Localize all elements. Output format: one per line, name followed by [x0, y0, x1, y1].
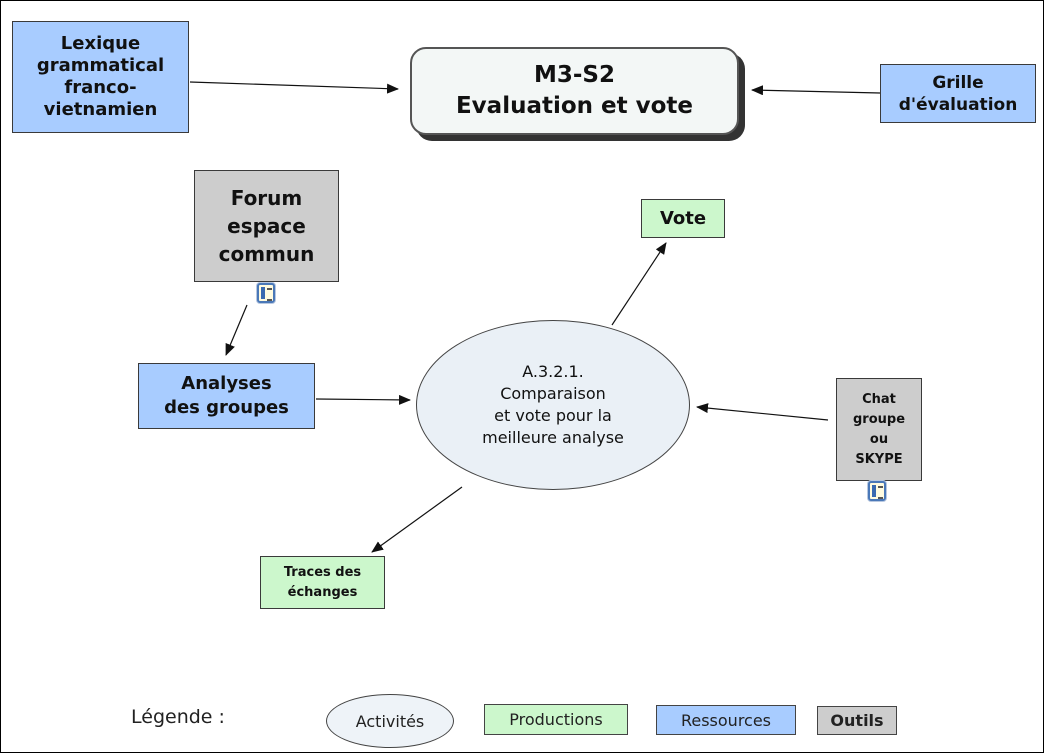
tool-chat: Chat groupe ou SKYPE	[836, 378, 922, 481]
legend-productions: Productions	[484, 704, 628, 735]
legend-outils: Outils	[817, 706, 897, 735]
resource-analyses: Analyses des groupes	[138, 363, 315, 429]
tool-forum: Forum espace commun	[194, 170, 339, 282]
production-traces: Traces des échanges	[260, 556, 385, 609]
arrow-grille-to-title	[751, 85, 881, 96]
resource-lexique: Lexique grammatical franco- vietnamien	[12, 21, 189, 133]
arrow-activity-to-traces	[371, 486, 463, 553]
arrow-lexique-to-title	[189, 81, 399, 94]
session-title: M3-S2 Evaluation et vote	[410, 47, 739, 135]
arrow-analyses-to-activity	[315, 394, 411, 405]
arrow-chat-to-activity	[696, 403, 829, 421]
activity-ellipse: A.3.2.1. Comparaison et vote pour la mei…	[416, 320, 690, 490]
arrow-activity-to-vote	[611, 242, 667, 326]
arrow-forum-to-analyses	[225, 304, 248, 356]
legend-activites: Activités	[326, 694, 454, 748]
resource-grille: Grille d'évaluation	[880, 64, 1036, 123]
production-vote: Vote	[641, 199, 725, 238]
legend-ressources: Ressources	[656, 705, 796, 735]
document-icon[interactable]	[868, 481, 886, 501]
legend-label: Légende :	[131, 706, 225, 728]
document-icon[interactable]	[257, 283, 275, 303]
